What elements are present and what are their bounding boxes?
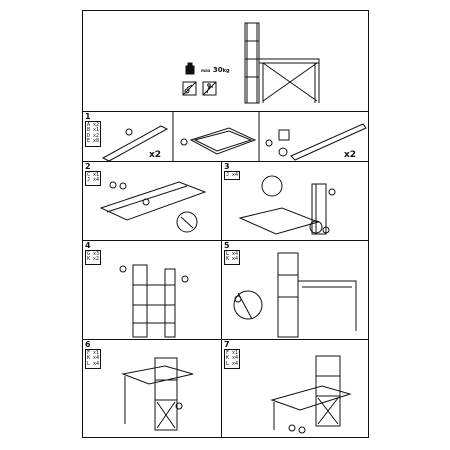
parts-list: G x3 K x2 <box>85 250 102 265</box>
step-5-panel: 5 L x4 K x4 <box>221 240 368 340</box>
step-2-illustration <box>83 162 222 242</box>
step-3-illustration <box>222 162 369 242</box>
part-line: L x4 <box>226 360 239 367</box>
parts-list: F x1 K x4 L x4 <box>224 349 241 370</box>
part-line: C x1 <box>87 172 100 178</box>
part-line: B x1 <box>87 127 100 134</box>
part-line: L x4 <box>226 251 239 257</box>
step-number: 5 <box>224 241 230 250</box>
part-line: K x4 <box>87 355 100 362</box>
part-line: D x2 <box>87 132 100 139</box>
part-line: F x1 <box>226 350 239 356</box>
step-number: 4 <box>85 241 91 250</box>
parts-list: A x2 B x1 D x2 E x8 <box>85 121 102 147</box>
step-6-illustration <box>83 340 222 438</box>
weight-limit-label: max 30kg <box>201 66 230 74</box>
step-5-illustration <box>222 241 369 341</box>
part-line: L x4 <box>87 360 100 367</box>
quantity-a: x2 <box>149 150 162 160</box>
step-number: 6 <box>85 340 91 349</box>
step-6-panel: 6 F x1 K x4 L x4 <box>83 339 222 437</box>
part-line: A x2 <box>87 122 100 128</box>
step-1-illustration <box>83 112 368 170</box>
parts-list: J x4 <box>224 171 241 181</box>
step-4-illustration <box>83 241 222 341</box>
weight-icon <box>186 63 194 74</box>
step-1-panel: 1 A x2 B x1 D x2 E x8 <box>83 111 368 169</box>
step-2-panel: 2 C x1 J x4 <box>83 161 222 241</box>
part-line: F x1 <box>87 350 100 356</box>
part-line: J x4 <box>226 172 239 178</box>
step-4-panel: 4 G x3 K x2 <box>83 240 222 340</box>
parts-list: L x4 K x4 <box>224 250 241 265</box>
step-number: 3 <box>224 162 230 171</box>
parts-list: F x1 K x4 L x4 <box>85 349 102 370</box>
cover-panel: max 30kg <box>83 11 368 112</box>
part-line: G x3 <box>87 251 100 257</box>
cover-illustration <box>83 11 368 112</box>
desk-overview <box>245 23 319 103</box>
assembly-sheet: max 30kg 1 A x2 B x1 D x2 E x8 <box>82 10 369 438</box>
step-number: 2 <box>85 162 91 171</box>
quantity-c: x2 <box>344 150 357 160</box>
part-line: K x2 <box>87 256 100 263</box>
step-7-panel: 7 F x1 K x4 L x4 <box>221 339 368 437</box>
no-rolling-icon <box>183 82 196 95</box>
no-sitting-icon <box>203 82 216 95</box>
part-line: E x8 <box>87 138 100 145</box>
step-7-illustration <box>222 340 369 438</box>
step-3-panel: 3 J x4 <box>221 161 368 241</box>
step-number: 7 <box>224 340 230 349</box>
part-line: K x4 <box>226 355 239 362</box>
part-line: K x4 <box>226 256 239 263</box>
step-number: 1 <box>85 112 91 121</box>
parts-list: C x1 J x4 <box>85 171 102 186</box>
part-line: J x4 <box>87 177 100 184</box>
